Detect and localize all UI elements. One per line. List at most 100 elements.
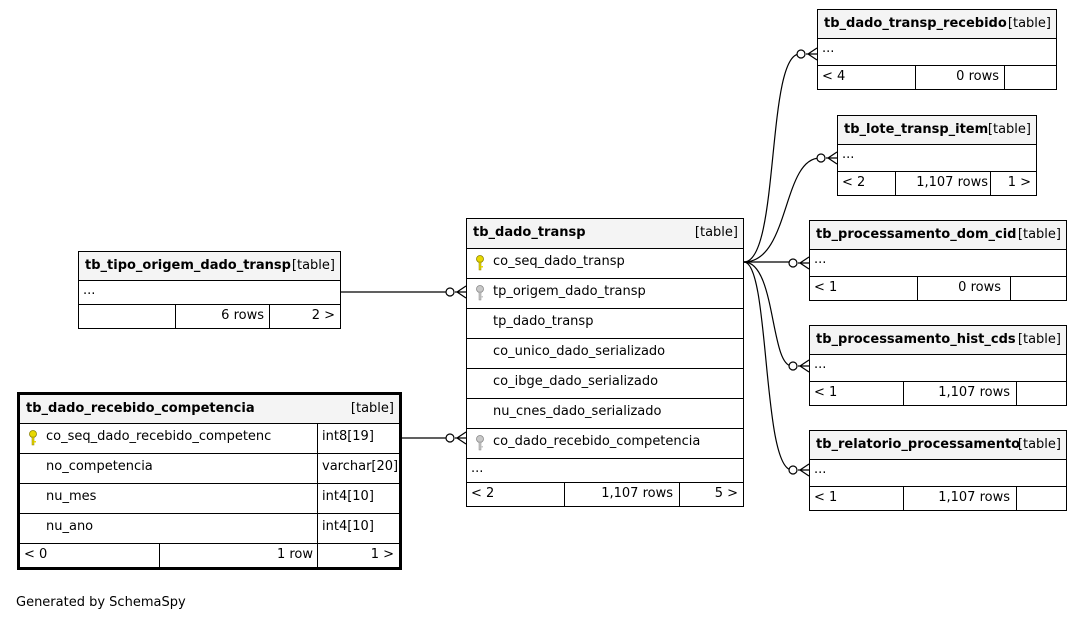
fk-circle (445, 433, 455, 443)
table-kind: [table] (1017, 227, 1061, 242)
column-row[interactable]: nu_mes int4[10] (20, 484, 399, 514)
table-footer: < 0 1 row 1 > (20, 544, 399, 567)
parents-count: < 0 (24, 547, 48, 562)
parents-count: < 2 (842, 175, 866, 190)
primary-key-icon (476, 255, 484, 271)
table-footer: < 1 1,107 rows (810, 382, 1066, 405)
column-type: int8[19] (317, 424, 399, 453)
table-footer: < 2 1,107 rows 5 > (467, 483, 743, 506)
table-name: tb_relatorio_processamento (816, 437, 1021, 452)
ellipsis: ... (814, 252, 827, 267)
fk-crowsfoot (798, 256, 810, 270)
ellipsis-row: ... (467, 459, 743, 483)
ellipsis: ... (814, 462, 827, 477)
ellipsis-row: ... (810, 460, 1066, 487)
fk-crowsfoot (455, 431, 467, 445)
fk-circle (796, 49, 806, 59)
children-count: 5 > (714, 486, 738, 501)
column-row[interactable]: no_competencia varchar[20] (20, 454, 399, 484)
row-count: 1 row (276, 547, 313, 562)
fk-circle (445, 287, 455, 297)
column-name: co_seq_dado_recebido_competenc (46, 429, 272, 444)
column-row[interactable]: tp_dado_transp (467, 309, 743, 339)
column-row[interactable]: co_unico_dado_serializado (467, 339, 743, 369)
table-tb-dado-recebido-competencia[interactable]: tb_dado_recebido_competencia [table] co_… (17, 392, 402, 570)
row-count: 1,107 rows (938, 490, 1010, 505)
table-header: tb_relatorio_processamento [table] (810, 431, 1066, 460)
column-name: tp_dado_transp (493, 314, 594, 329)
parents-count: < 1 (814, 490, 838, 505)
ellipsis: ... (822, 41, 835, 56)
fk-circle (788, 361, 798, 371)
table-name: tb_dado_transp_recebido (824, 16, 1007, 31)
column-name: co_unico_dado_serializado (493, 344, 666, 359)
ellipsis-row: ... (818, 39, 1056, 66)
column-name: nu_ano (46, 519, 94, 534)
table-name: tb_processamento_dom_cid (816, 227, 1017, 242)
row-count: 1,107 rows (601, 486, 673, 501)
ellipsis: ... (471, 461, 484, 476)
fk-line-relatorio (743, 261, 793, 471)
column-row[interactable]: tp_origem_dado_transp (467, 279, 743, 309)
table-header: tb_processamento_dom_cid [table] (810, 221, 1066, 250)
ellipsis-row: ... (810, 355, 1066, 382)
foreign-key-icon (476, 435, 484, 451)
column-row[interactable]: co_seq_dado_recebido_competenc int8[19] (20, 424, 399, 454)
parents-count: < 1 (814, 280, 838, 295)
table-footer: < 1 0 rows (810, 277, 1066, 300)
table-tb-processamento-dom-cid[interactable]: tb_processamento_dom_cid [table] ... < 1… (809, 220, 1067, 301)
fk-line-transp-recebido (743, 53, 801, 263)
column-type: int4[10] (317, 514, 399, 543)
table-name: tb_processamento_hist_cds (816, 332, 1016, 347)
ellipsis: ... (814, 357, 827, 372)
children-count: 1 > (1007, 175, 1031, 190)
table-tb-dado-transp[interactable]: tb_dado_transp [table] co_seq_dado_trans… (466, 218, 744, 507)
table-name: tb_dado_recebido_competencia (26, 401, 255, 416)
column-name: tp_origem_dado_transp (493, 284, 646, 299)
table-name: tb_lote_transp_item (844, 122, 989, 137)
row-count: 1,107 rows (938, 385, 1010, 400)
fk-circle (788, 465, 798, 475)
row-count: 6 rows (221, 308, 264, 323)
row-count: 0 rows (958, 280, 1001, 295)
generated-by-label: Generated by SchemaSpy (16, 595, 186, 610)
table-kind: [table] (291, 258, 335, 273)
ellipsis-row: ... (79, 281, 340, 305)
table-tb-lote-transp-item[interactable]: tb_lote_transp_item [table] ... < 2 1,10… (837, 115, 1037, 196)
table-kind: [table] (987, 122, 1031, 137)
table-tb-processamento-hist-cds[interactable]: tb_processamento_hist_cds [table] ... < … (809, 325, 1067, 406)
table-header: tb_processamento_hist_cds [table] (810, 326, 1066, 355)
table-header: tb_dado_transp [table] (467, 219, 743, 249)
column-row[interactable]: nu_ano int4[10] (20, 514, 399, 544)
fk-line-hist-cds (743, 261, 793, 367)
column-row[interactable]: nu_cnes_dado_serializado (467, 399, 743, 429)
parents-count: < 2 (471, 486, 495, 501)
column-name: no_competencia (46, 459, 153, 474)
fk-crowsfoot (798, 463, 810, 477)
column-name: nu_cnes_dado_serializado (493, 404, 662, 419)
ellipsis-row: ... (810, 250, 1066, 277)
fk-crowsfoot (826, 151, 838, 165)
fk-crowsfoot (806, 47, 818, 61)
row-count: 0 rows (956, 69, 999, 84)
fk-crowsfoot (455, 285, 467, 299)
fk-circle (788, 258, 798, 268)
column-type: int4[10] (317, 484, 399, 513)
column-row[interactable]: co_dado_recebido_competencia (467, 429, 743, 459)
column-row[interactable]: co_seq_dado_transp (467, 249, 743, 279)
table-tb-tipo-origem-dado-transp[interactable]: tb_tipo_origem_dado_transp [table] ... 6… (78, 251, 341, 329)
table-tb-relatorio-processamento[interactable]: tb_relatorio_processamento [table] ... <… (809, 430, 1067, 511)
table-footer: < 4 0 rows (818, 66, 1056, 89)
column-row[interactable]: co_ibge_dado_serializado (467, 369, 743, 399)
primary-key-icon (29, 430, 37, 446)
fk-crowsfoot (798, 359, 810, 373)
column-type: varchar[20] (317, 454, 399, 483)
table-name: tb_dado_transp (473, 225, 586, 240)
table-header: tb_lote_transp_item [table] (838, 116, 1036, 145)
column-name: co_dado_recebido_competencia (493, 434, 701, 449)
table-kind: [table] (1017, 332, 1061, 347)
parents-count: < 1 (814, 385, 838, 400)
column-name: nu_mes (46, 489, 97, 504)
table-tb-dado-transp-recebido[interactable]: tb_dado_transp_recebido [table] ... < 4 … (817, 9, 1057, 90)
fk-circle (816, 153, 826, 163)
